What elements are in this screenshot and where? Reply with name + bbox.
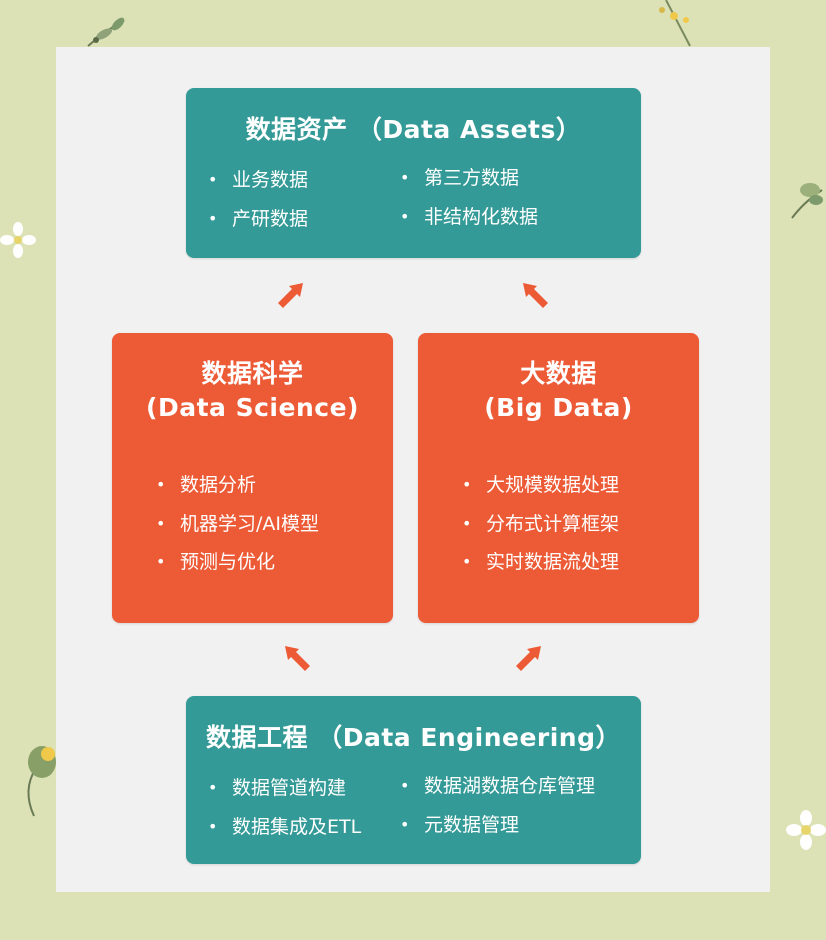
list-item: 数据分析 bbox=[154, 466, 319, 505]
arrow-up-right-icon bbox=[516, 646, 541, 671]
data-engineering-title: 数据工程 （Data Engineering） bbox=[206, 723, 621, 752]
white-flower-icon bbox=[0, 222, 36, 258]
data-assets-left-list: 业务数据 产研数据 bbox=[206, 161, 308, 238]
data-assets-title: 数据资产 （Data Assets） bbox=[245, 115, 582, 144]
list-item: 产研数据 bbox=[206, 200, 308, 239]
list-item: 非结构化数据 bbox=[398, 198, 538, 237]
list-item: 数据管道构建 bbox=[206, 769, 361, 808]
list-item: 机器学习/AI模型 bbox=[154, 505, 319, 544]
data-assets-right-list: 第三方数据 非结构化数据 bbox=[398, 159, 538, 236]
list-item: 数据集成及ETL bbox=[206, 808, 361, 847]
data-science-list: 数据分析 机器学习/AI模型 预测与优化 bbox=[154, 466, 319, 582]
leaf-sprig-icon bbox=[87, 17, 125, 47]
arrow-up-left-icon bbox=[523, 283, 548, 308]
big-data-box: 大数据 (Big Data) 大规模数据处理 分布式计算框架 实时数据流处理 bbox=[418, 333, 699, 623]
data-science-title-en: (Data Science) bbox=[146, 393, 359, 422]
leaf-sprig-icon bbox=[791, 183, 823, 219]
list-item: 大规模数据处理 bbox=[460, 466, 619, 505]
white-flower-icon bbox=[786, 810, 826, 850]
list-item: 元数据管理 bbox=[398, 806, 595, 845]
data-engineering-box: 数据工程 （Data Engineering） 数据管道构建 数据集成及ETL … bbox=[186, 696, 641, 864]
big-data-title: 大数据 (Big Data) bbox=[418, 357, 699, 425]
data-engineering-right-list: 数据湖数据仓库管理 元数据管理 bbox=[398, 767, 595, 844]
yellow-bud-icon bbox=[27, 746, 56, 817]
list-item: 业务数据 bbox=[206, 161, 308, 200]
arrow-up-left-icon bbox=[285, 646, 310, 671]
data-science-title-zh: 数据科学 bbox=[201, 359, 304, 388]
data-science-title: 数据科学 (Data Science) bbox=[112, 357, 393, 425]
flower-branch-icon bbox=[659, 0, 691, 47]
list-item: 预测与优化 bbox=[154, 543, 319, 582]
big-data-list: 大规模数据处理 分布式计算框架 实时数据流处理 bbox=[460, 466, 619, 582]
big-data-title-en: (Big Data) bbox=[484, 393, 633, 422]
big-data-title-zh: 大数据 bbox=[520, 359, 597, 388]
list-item: 实时数据流处理 bbox=[460, 543, 619, 582]
data-assets-box: 数据资产 （Data Assets） 业务数据 产研数据 第三方数据 非结构化数… bbox=[186, 88, 641, 258]
list-item: 分布式计算框架 bbox=[460, 505, 619, 544]
data-engineering-left-list: 数据管道构建 数据集成及ETL bbox=[206, 769, 361, 846]
arrow-up-right-icon bbox=[278, 283, 303, 308]
data-science-box: 数据科学 (Data Science) 数据分析 机器学习/AI模型 预测与优化 bbox=[112, 333, 393, 623]
list-item: 第三方数据 bbox=[398, 159, 538, 198]
list-item: 数据湖数据仓库管理 bbox=[398, 767, 595, 806]
